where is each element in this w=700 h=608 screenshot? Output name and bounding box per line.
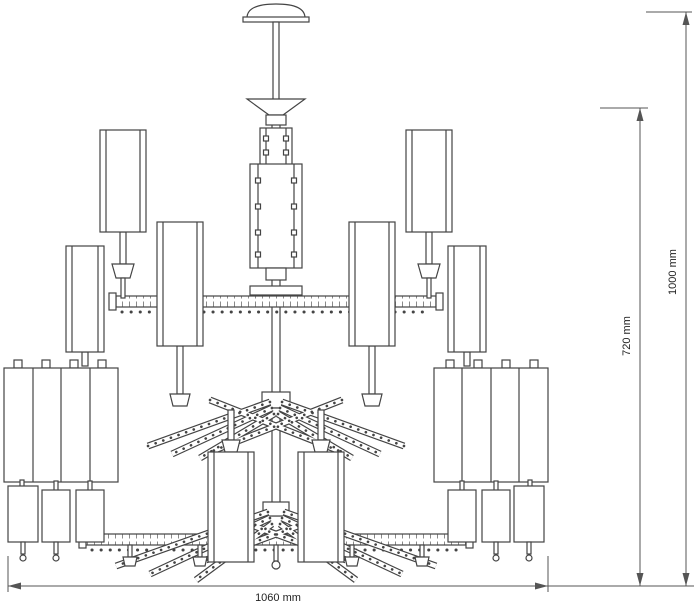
- bottom-hub: [262, 501, 290, 517]
- canopy-dome: [246, 3, 306, 19]
- bottom-finial: [271, 544, 281, 570]
- arrowhead: [535, 582, 548, 590]
- lampshade: [156, 221, 204, 347]
- crystal-element-upper: [259, 127, 293, 167]
- dimension-height-body: [600, 107, 648, 586]
- body-height-dimension-label: 720 mm: [621, 316, 633, 356]
- width-dimension-label: 1060 mm: [255, 592, 301, 604]
- candle-stem: [119, 231, 127, 265]
- tier3-arm-bar: [78, 501, 474, 583]
- lampshade: [99, 129, 147, 233]
- total-height-dimension-label: 1000 mm: [667, 249, 679, 295]
- lampshade: [75, 489, 105, 543]
- candle-stem: [317, 409, 325, 441]
- arrowhead: [682, 12, 690, 25]
- bobeche-cup: [221, 439, 241, 453]
- arm-end-cap: [435, 292, 444, 311]
- bobeche-cup: [169, 393, 191, 407]
- dimension-width: [7, 556, 549, 592]
- lower-center-lampshades: [207, 409, 345, 563]
- candle-stem: [426, 277, 432, 299]
- candle-stem: [463, 351, 471, 367]
- candle-stem: [227, 409, 235, 441]
- dimension-height-total: [548, 11, 694, 587]
- upper-collar: [265, 114, 287, 126]
- beaded-arm-set: [146, 396, 406, 462]
- candle-stem: [81, 351, 89, 367]
- bobeche-cup: [417, 263, 441, 279]
- lampshade: [405, 129, 453, 233]
- tier2-beaded-arms: [146, 391, 406, 462]
- arrowhead: [636, 108, 644, 121]
- hub-plate: [249, 285, 303, 296]
- arrowhead: [682, 573, 690, 586]
- lampshade: [447, 489, 477, 543]
- lampshade: [348, 221, 396, 347]
- bottom-small-lampshades: [7, 479, 545, 562]
- arrowhead: [8, 582, 21, 590]
- bobeche-cup: [111, 263, 135, 279]
- side-lampshade-clusters: [3, 359, 549, 483]
- lampshade: [7, 485, 39, 543]
- central-crystal-column: [249, 127, 303, 281]
- candle-cups: [122, 544, 430, 567]
- arrowhead: [636, 573, 644, 586]
- bobeche-cup: [311, 439, 331, 453]
- candle-stem: [176, 345, 184, 395]
- candle-stem: [368, 345, 376, 395]
- dimensions: [7, 11, 694, 592]
- lampshade: [297, 451, 345, 563]
- ceiling-canopy: [242, 3, 310, 23]
- tier1-arm-bar: [108, 285, 444, 314]
- lower-collar: [265, 267, 287, 281]
- lampshade: [207, 451, 255, 563]
- bobeche-cup: [361, 393, 383, 407]
- candle-stem: [120, 277, 126, 299]
- arm-end-cap: [108, 292, 117, 311]
- lampshade: [481, 489, 511, 543]
- chandelier: [3, 3, 549, 583]
- canopy-plate: [242, 16, 310, 23]
- upper-lampshades: [99, 129, 453, 299]
- lampshade: [513, 485, 545, 543]
- lampshade: [41, 489, 71, 543]
- suspension-rod: [272, 21, 280, 101]
- candle-stem: [425, 231, 433, 265]
- middle-lampshades: [65, 221, 487, 407]
- upper-cone: [245, 98, 307, 116]
